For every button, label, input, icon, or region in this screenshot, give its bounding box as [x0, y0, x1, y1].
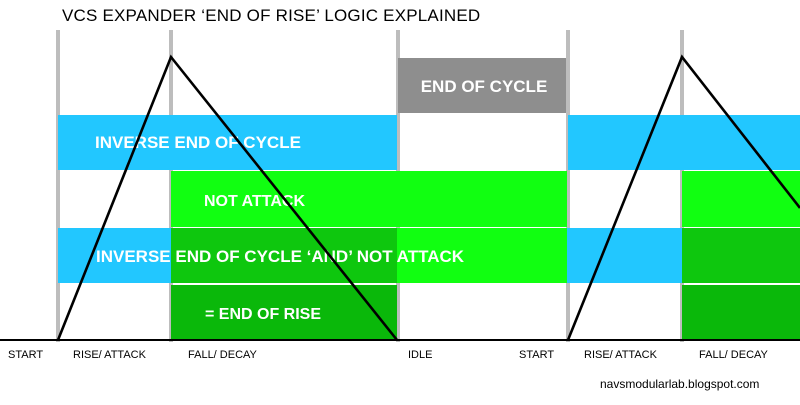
credit-text: navsmodularlab.blogspot.com	[600, 377, 760, 391]
end-of-rise-band	[682, 285, 800, 340]
phase-divider	[56, 30, 60, 342]
end-of-cycle-label: END OF CYCLE	[421, 77, 548, 96]
phase-label: FALL/ DECAY	[699, 349, 768, 361]
not-attack-band	[171, 171, 567, 227]
inverse-end-of-cycle-band	[568, 115, 800, 170]
envelope-waveform	[56, 54, 399, 341]
and-cyan-band	[58, 228, 171, 283]
and-label: INVERSE END OF CYCLE ‘AND’ NOT ATTACK	[96, 247, 465, 266]
and-overlap-band	[171, 228, 397, 283]
phase-label: FALL/ DECAY	[188, 349, 257, 361]
phase-label: RISE/ ATTACK	[73, 349, 146, 361]
end-of-rise-label: = END OF RISE	[205, 306, 321, 323]
phase-label: IDLE	[408, 349, 433, 361]
phase-label: START	[8, 349, 44, 361]
and-green-band	[397, 228, 567, 283]
phase-label: RISE/ ATTACK	[584, 349, 657, 361]
not-attack-band	[682, 171, 800, 227]
phase-label: START	[519, 349, 555, 361]
and-cyan-band	[567, 228, 682, 283]
end-of-cycle-band	[398, 58, 566, 113]
inverse-end-of-cycle-band	[58, 115, 397, 170]
page-title: VCS EXPANDER ‘END OF RISE’ LOGIC EXPLAIN…	[62, 6, 481, 25]
inverse-end-of-cycle-label: INVERSE END OF CYCLE	[95, 133, 301, 152]
envelope-waveform	[566, 54, 800, 341]
not-attack-label: NOT ATTACK	[204, 193, 305, 210]
phase-divider	[566, 30, 570, 342]
and-overlap-band	[682, 228, 800, 283]
